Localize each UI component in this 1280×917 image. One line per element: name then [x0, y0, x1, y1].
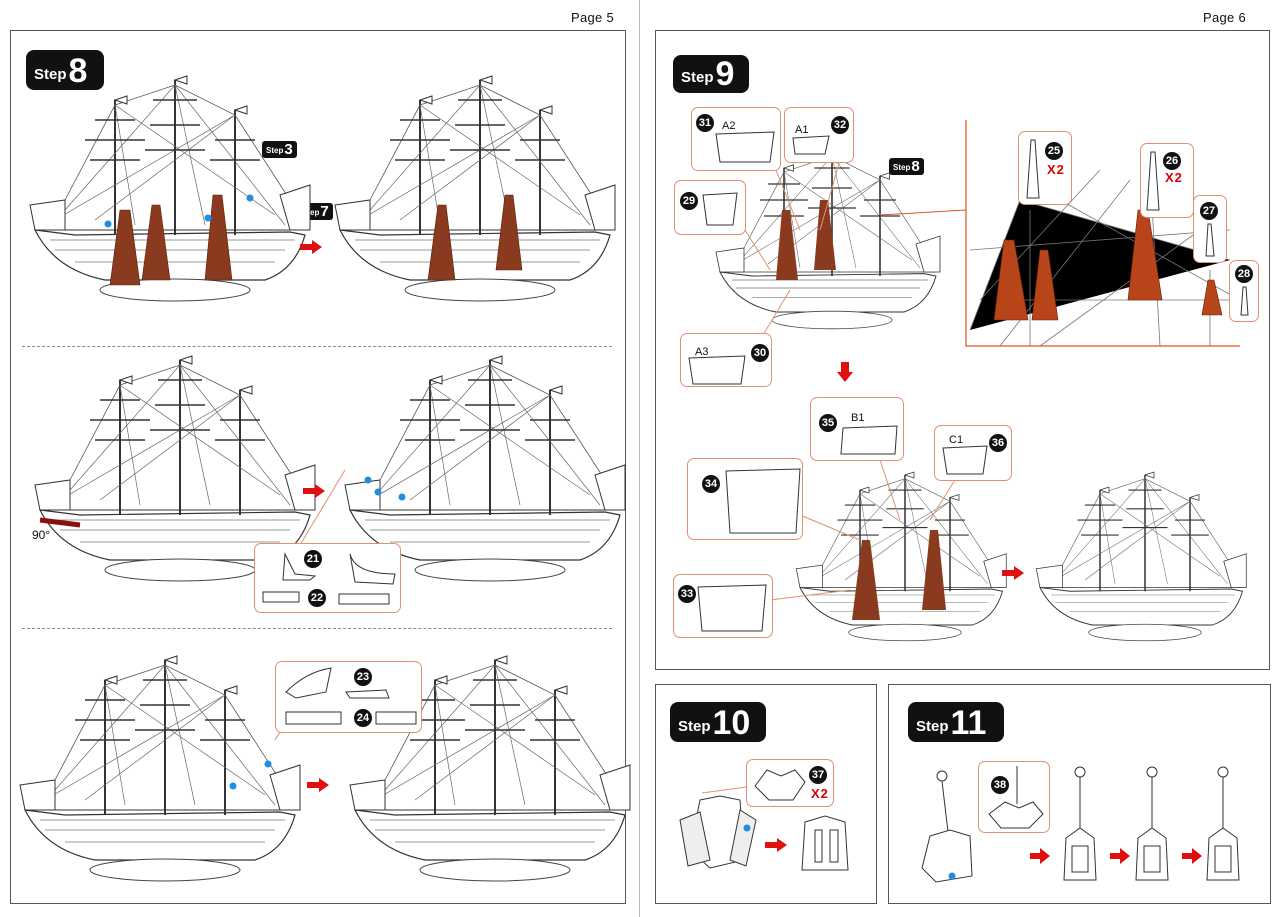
sail-panel: [697, 584, 767, 632]
part-33-box: 33 B3: [673, 574, 773, 638]
rail-parts-drawing: [285, 667, 417, 725]
parts-21-22-box: 21 22: [254, 543, 401, 613]
sail-panel: [688, 355, 746, 385]
sail-panel: [702, 192, 738, 226]
panel-label: C1: [949, 434, 964, 446]
part-number: 36: [989, 434, 1007, 452]
sail-panel: [715, 131, 775, 163]
panel-label: A1: [795, 124, 809, 136]
part-38-box: 38: [978, 761, 1050, 833]
lantern-flat: [754, 769, 806, 801]
part-number: 26: [1163, 152, 1181, 170]
part-number: 29: [680, 192, 698, 210]
part-number: 37: [809, 766, 827, 784]
part-number: 25: [1045, 142, 1063, 160]
panel-label: B1: [851, 412, 865, 424]
part-number: 33: [678, 585, 696, 603]
part-37-box: 37 X2: [746, 759, 834, 807]
part-number: 30: [751, 344, 769, 362]
part-number: 28: [1235, 265, 1253, 283]
mast-part: [1240, 286, 1249, 316]
part-number: 31: [696, 114, 714, 132]
part-29-box: 29: [674, 180, 746, 235]
part-34-box: 34 B2: [687, 458, 803, 540]
part-25-box: 25 X2: [1018, 131, 1072, 205]
part-26-box: 26 X2: [1140, 143, 1194, 218]
section-divider: [22, 346, 612, 347]
part-number: 32: [831, 116, 849, 134]
part-number: 34: [702, 475, 720, 493]
panel-label: A2: [722, 120, 736, 132]
sail-panel: [942, 445, 988, 475]
quantity: X2: [1165, 170, 1183, 185]
part-36-box: C1 36: [934, 425, 1012, 481]
part-32-box: A1 32: [784, 107, 854, 163]
part-31-box: 31 A2: [691, 107, 781, 171]
part-30-box: A3 30: [680, 333, 772, 387]
quantity: X2: [811, 786, 829, 801]
part-27-box: 27: [1193, 195, 1227, 263]
section-divider: [22, 628, 612, 629]
page-label-left: Page 5: [571, 10, 615, 25]
sail-panel: [725, 468, 801, 534]
part-35-box: 35 B1: [810, 397, 904, 461]
part-number: 27: [1200, 202, 1218, 220]
part-28-box: 28: [1229, 260, 1259, 322]
quantity: X2: [1047, 162, 1065, 177]
parts-23-24-box: 23 24: [275, 661, 422, 733]
part-number: 35: [819, 414, 837, 432]
rail-parts-drawing: [262, 552, 396, 605]
page-label-right: Page 6: [1203, 10, 1247, 25]
part-number: 21: [304, 550, 322, 568]
angle-label: 90°: [32, 528, 51, 542]
part-number: 24: [354, 709, 372, 727]
part-number: 22: [308, 589, 326, 607]
page-gutter: [639, 0, 640, 917]
sail-panel: [840, 425, 898, 455]
mast-part: [1026, 139, 1040, 199]
part-number: 38: [991, 776, 1009, 794]
mast-part: [1205, 223, 1215, 257]
lantern-frame-flat: [988, 766, 1044, 829]
mast-part: [1146, 151, 1160, 211]
part-number: 23: [354, 668, 372, 686]
panel-label: A3: [695, 346, 709, 358]
sail-panel: [792, 135, 830, 155]
